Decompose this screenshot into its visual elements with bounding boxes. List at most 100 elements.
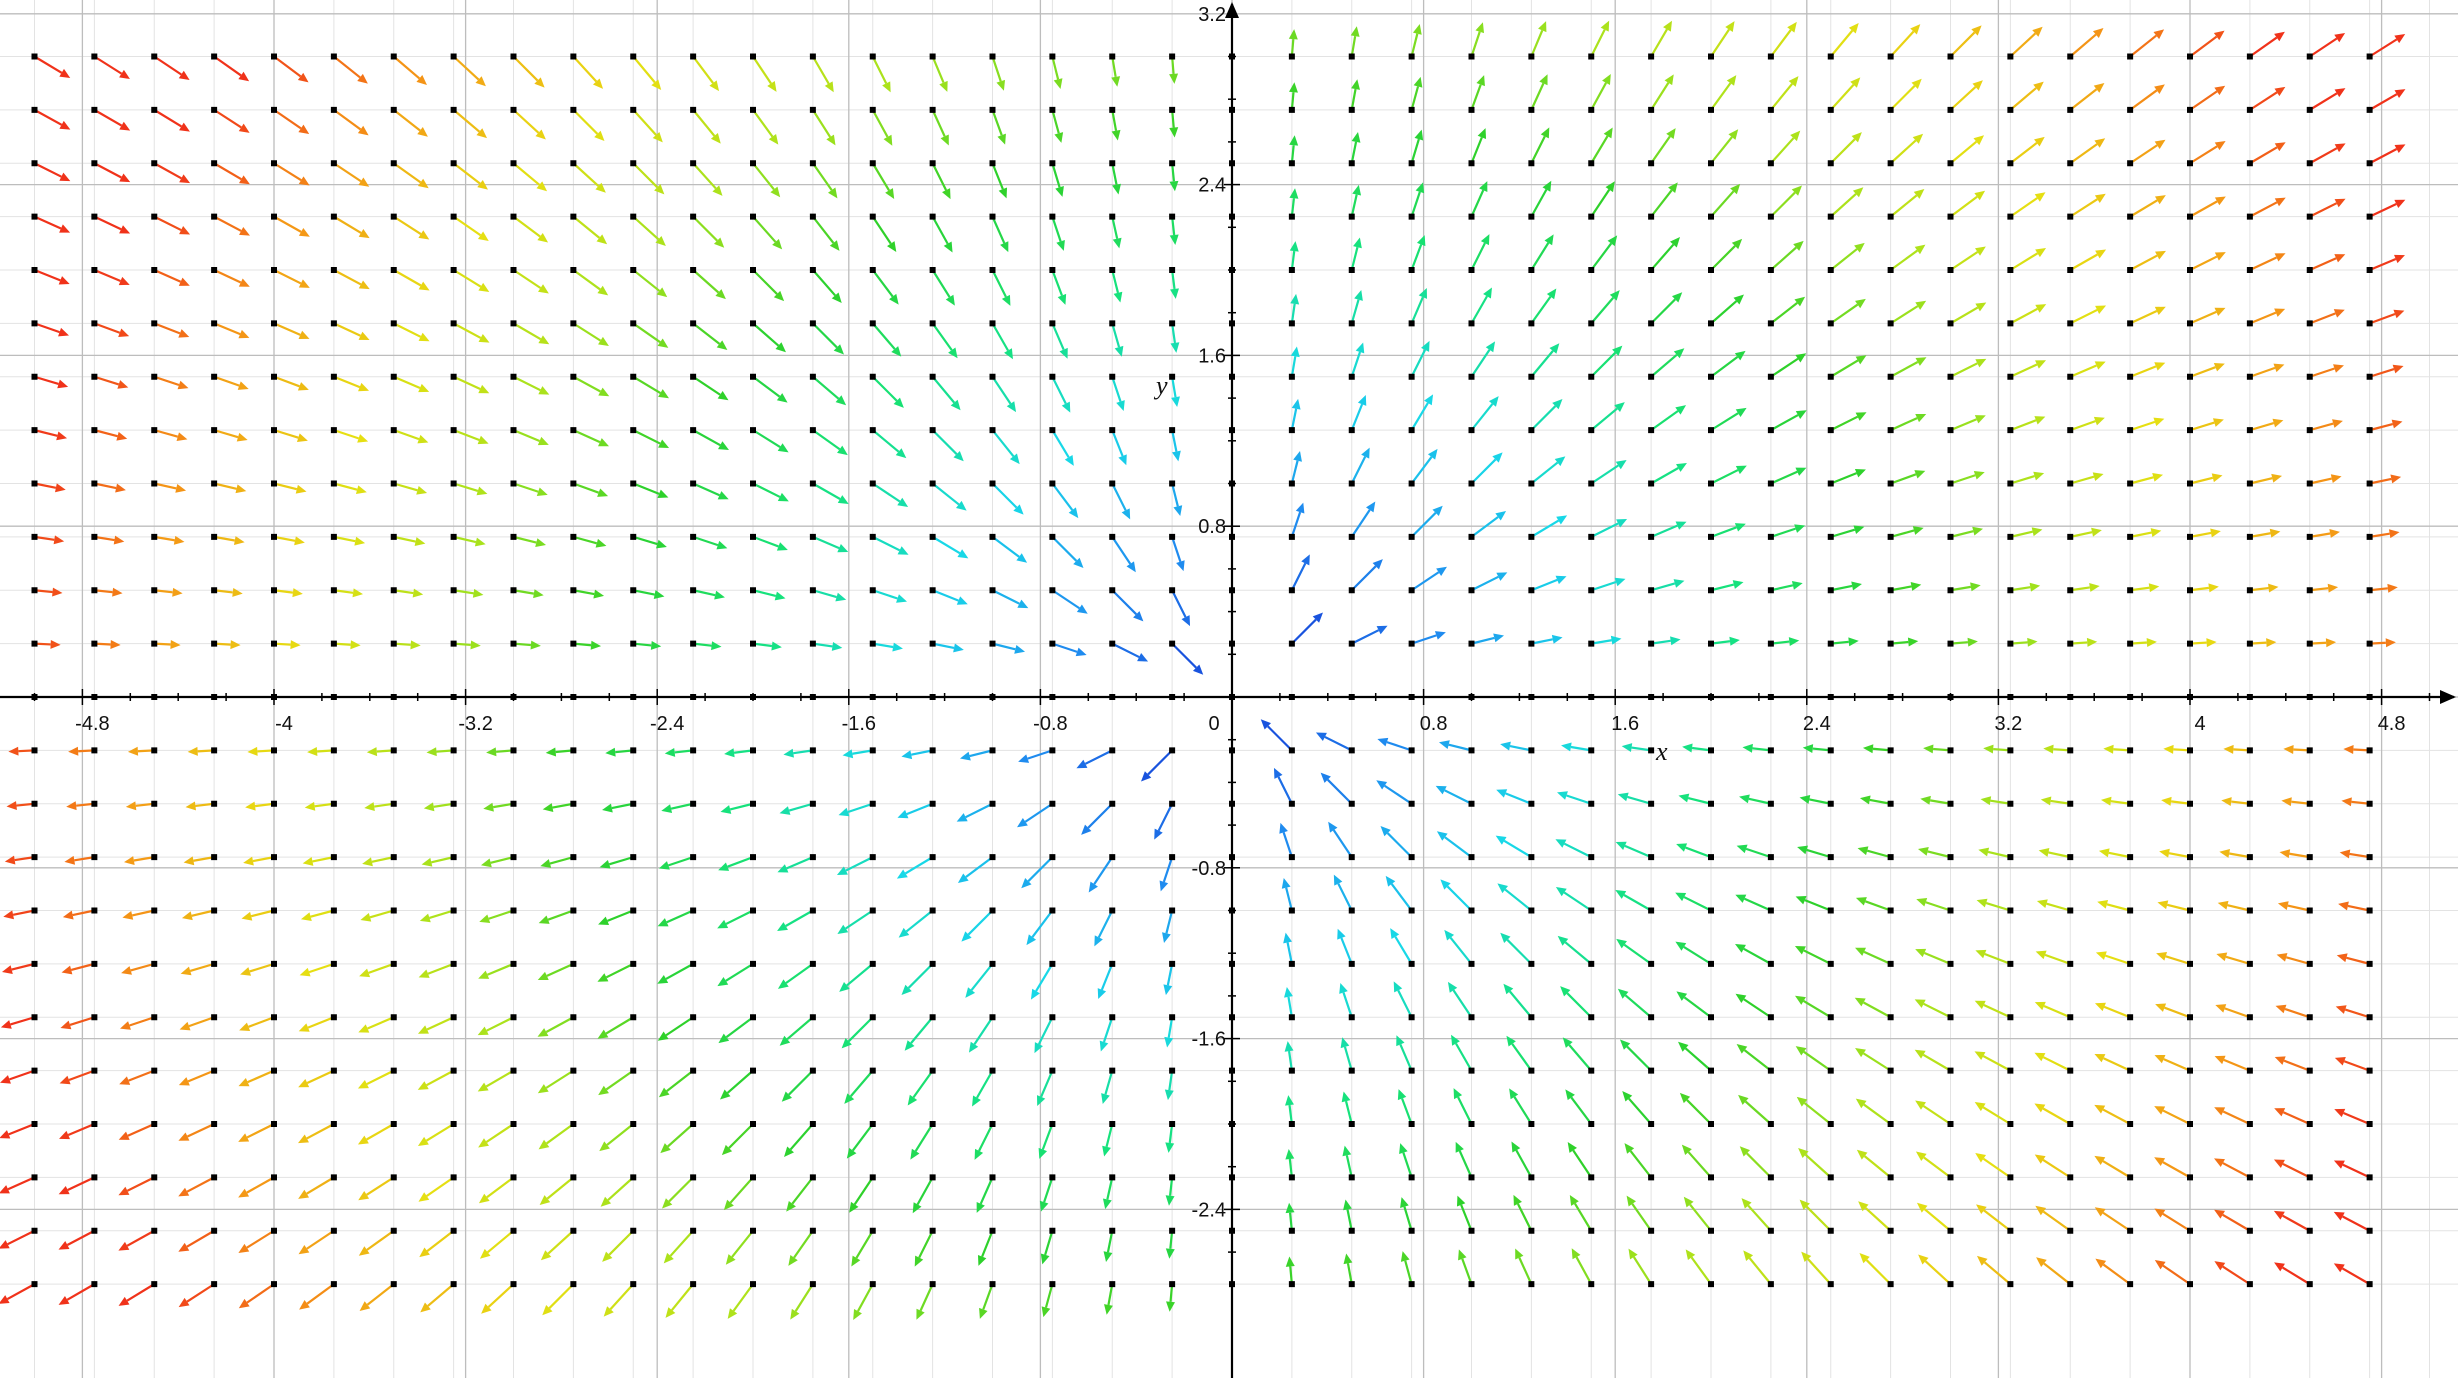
vector-arrow <box>153 322 181 335</box>
sample-point <box>1169 427 1176 434</box>
vector-arrowhead <box>245 801 256 811</box>
vector-arrow <box>849 1069 874 1097</box>
vector-arrow <box>609 1283 635 1310</box>
vector-arrow <box>1350 141 1358 164</box>
vector-arrow <box>991 216 1006 244</box>
vector-arrow <box>2009 32 2037 58</box>
vector-arrow <box>1286 942 1293 965</box>
sample-point <box>91 53 98 60</box>
sample-point <box>2366 160 2373 167</box>
vector-arrow <box>333 429 359 440</box>
vector-arrowhead <box>2394 254 2405 264</box>
vector-arrow <box>1590 242 1613 271</box>
vector-arrowhead <box>1560 986 1571 997</box>
sample-point <box>570 747 577 754</box>
sample-point <box>1827 106 1834 113</box>
vector-arrow <box>76 802 95 807</box>
vector-arrowhead <box>113 535 125 545</box>
vector-arrowhead <box>2394 34 2406 44</box>
vector-arrowhead <box>1283 932 1293 944</box>
vector-arrowhead <box>2094 1104 2106 1114</box>
vector-arrowhead <box>1851 581 1862 591</box>
sample-point <box>330 1121 337 1127</box>
vector-arrowhead <box>1670 237 1680 248</box>
vector-arrowhead <box>716 540 728 550</box>
sample-point <box>390 480 397 487</box>
sample-point <box>450 160 457 167</box>
sample-point <box>690 907 697 914</box>
vector-arrow <box>931 322 953 351</box>
vector-arrow <box>453 269 482 288</box>
sample-point <box>1648 533 1655 540</box>
vector-arrowhead <box>170 640 181 650</box>
vector-arrowhead <box>1675 941 1687 951</box>
vector-arrow <box>67 1176 95 1192</box>
vector-arrow <box>2249 256 2277 271</box>
sample-point <box>330 854 337 861</box>
sample-point <box>2246 1174 2253 1181</box>
vector-arrow <box>674 749 694 754</box>
vector-arrow <box>2106 903 2131 912</box>
x-tick-label: -0.8 <box>1033 713 1067 735</box>
vector-arrowhead <box>846 1147 857 1159</box>
vector-arrowhead <box>597 285 609 296</box>
sample-point <box>1827 854 1834 861</box>
vector-arrowhead <box>178 1297 190 1308</box>
vector-arrowhead <box>2335 1005 2347 1014</box>
sample-point <box>211 1227 218 1234</box>
vector-arrow <box>1470 516 1499 538</box>
vector-arrow <box>632 429 661 445</box>
vector-arrowhead <box>2092 472 2104 482</box>
vector-arrow <box>786 1016 814 1041</box>
vector-arrowhead <box>896 594 907 603</box>
sample-point <box>390 373 397 380</box>
vector-arrowhead <box>0 1295 10 1304</box>
sample-point <box>1827 800 1834 807</box>
sample-point <box>1348 960 1355 967</box>
vector-arrowhead <box>298 279 310 288</box>
sample-point <box>690 854 697 861</box>
vector-arrow <box>1566 794 1592 805</box>
sample-point <box>1408 106 1415 113</box>
sample-point <box>271 1174 277 1181</box>
sample-point <box>1708 1227 1714 1234</box>
vector-arrow <box>812 535 840 550</box>
vector-arrowhead <box>1855 947 1866 956</box>
sample-point <box>1049 1014 1056 1021</box>
vector-arrowhead <box>2338 901 2349 911</box>
vector-arrow <box>2163 1058 2191 1072</box>
vector-arrowhead <box>472 588 484 598</box>
vector-arrowhead <box>1173 505 1183 517</box>
sample-point <box>1408 267 1415 273</box>
sample-point <box>1169 320 1176 327</box>
vector-arrow <box>931 56 945 84</box>
vector-arrowhead <box>478 384 490 394</box>
vector-arrowhead <box>177 380 189 390</box>
vector-arrow <box>246 1283 275 1304</box>
sample-point <box>510 1174 517 1181</box>
vector-arrow <box>981 1230 994 1258</box>
vector-arrowhead <box>2036 899 2048 909</box>
vector-arrowhead <box>1676 843 1688 852</box>
vector-arrow <box>93 268 121 283</box>
vector-arrow <box>2129 476 2154 485</box>
vector-arrow <box>213 269 242 284</box>
sample-point <box>2306 800 2313 807</box>
sample-point <box>2007 907 2014 914</box>
sample-point <box>1169 1067 1176 1074</box>
vector-arrowhead <box>2214 1261 2226 1271</box>
vector-arrowhead <box>238 1133 250 1142</box>
vector-arrow <box>911 749 933 756</box>
vector-arrowhead <box>1121 508 1131 520</box>
sample-point <box>1288 960 1295 967</box>
sample-point <box>989 213 996 220</box>
sample-point <box>1588 160 1595 167</box>
vector-arrowhead <box>2273 363 2285 373</box>
sample-point <box>2067 1281 2074 1288</box>
vector-arrow <box>1743 1049 1772 1072</box>
vector-arrow <box>213 535 235 542</box>
vector-arrow <box>2369 38 2398 58</box>
vector-arrowhead <box>2103 744 2114 754</box>
vector-arrow <box>1111 216 1119 239</box>
sample-point <box>1827 533 1834 540</box>
